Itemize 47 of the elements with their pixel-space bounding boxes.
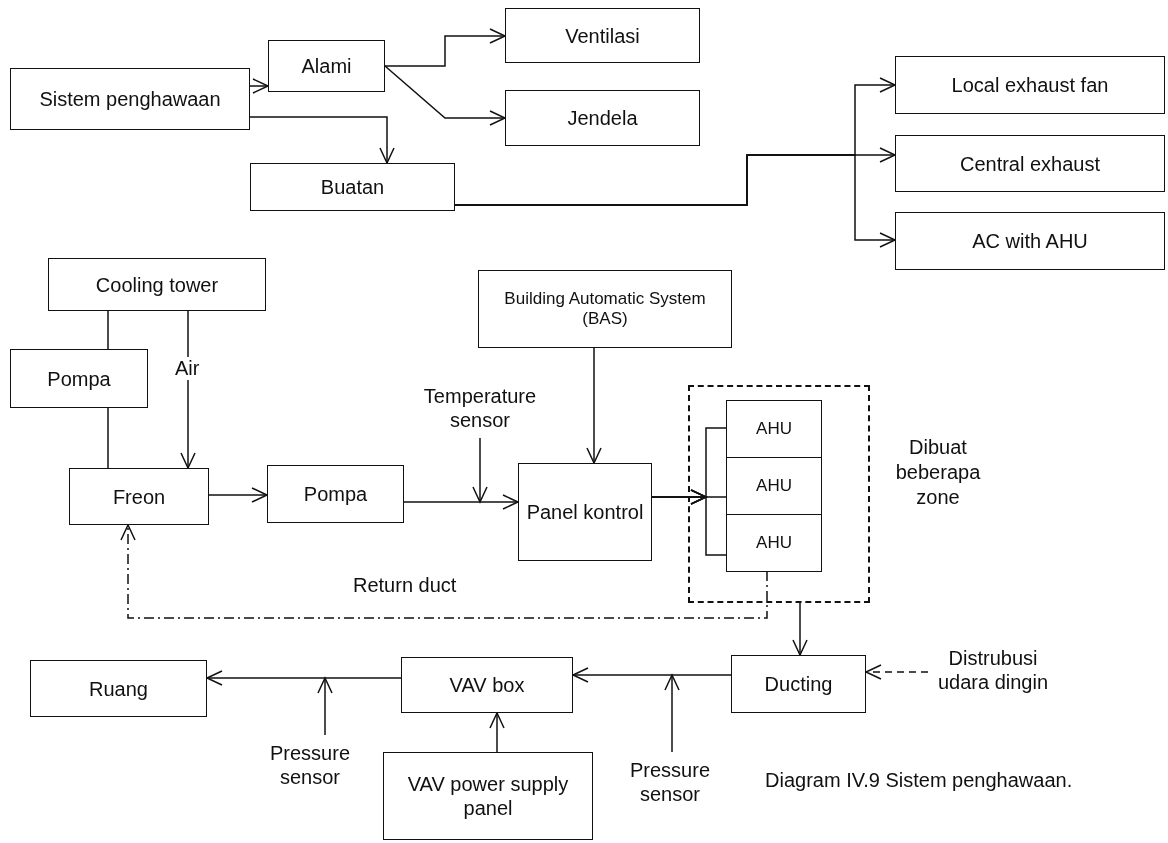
process-box: Ruang xyxy=(30,660,207,717)
arrow xyxy=(120,523,768,619)
arrow xyxy=(454,154,897,248)
process-box: Pompa xyxy=(267,465,404,523)
arrow xyxy=(249,78,270,94)
arrow xyxy=(472,437,488,504)
process-box: Panel kontrol xyxy=(518,463,652,561)
arrow xyxy=(586,347,602,465)
process-box: Building Automatic System (BAS) xyxy=(478,270,732,348)
process-box: Ventilasi xyxy=(505,8,700,63)
sensor-text: Distrubusi udara dingin xyxy=(928,640,1058,700)
process-box: AC with AHU xyxy=(895,212,1165,270)
process-box: Central exhaust xyxy=(895,135,1165,192)
process-box: Local exhaust fan xyxy=(895,56,1165,114)
arrow xyxy=(208,487,269,503)
process-box: Cooling tower xyxy=(48,258,266,311)
arrow xyxy=(792,602,808,657)
process-box: Jendela xyxy=(505,90,700,146)
process-box: Alami xyxy=(268,40,385,92)
arrow xyxy=(571,667,732,683)
process-box: Freon xyxy=(69,468,209,525)
process-box: AHU xyxy=(726,400,822,458)
edge-label: Air xyxy=(172,357,203,380)
arrow xyxy=(403,494,520,510)
process-box: Pompa xyxy=(10,349,148,408)
dashed-zone-box xyxy=(688,385,870,603)
zone-note: Dibuat beberapa zone xyxy=(894,435,982,510)
arrow xyxy=(180,310,196,470)
arrow xyxy=(384,28,507,67)
process-box: VAV box xyxy=(401,657,573,713)
arrow xyxy=(317,676,333,736)
arrow xyxy=(864,664,929,680)
arrow xyxy=(664,673,680,753)
arrow xyxy=(384,65,507,126)
caption: Diagram IV.9 Sistem penghawaan. xyxy=(765,768,1074,793)
process-box: Ducting xyxy=(731,655,866,713)
process-box: AHU xyxy=(726,514,822,572)
process-box: AHU xyxy=(726,457,822,515)
arrow xyxy=(205,670,402,686)
arrow xyxy=(249,116,395,165)
process-box: Buatan xyxy=(250,163,455,211)
process-box: Sistem penghawaan xyxy=(10,68,250,130)
sensor-text: Pressure sensor xyxy=(240,735,380,795)
sensor-text: Pressure sensor xyxy=(600,752,740,812)
process-box: VAV power supply panel xyxy=(383,752,593,840)
arrow xyxy=(489,711,505,753)
sensor-text: Temperature sensor xyxy=(395,378,565,438)
